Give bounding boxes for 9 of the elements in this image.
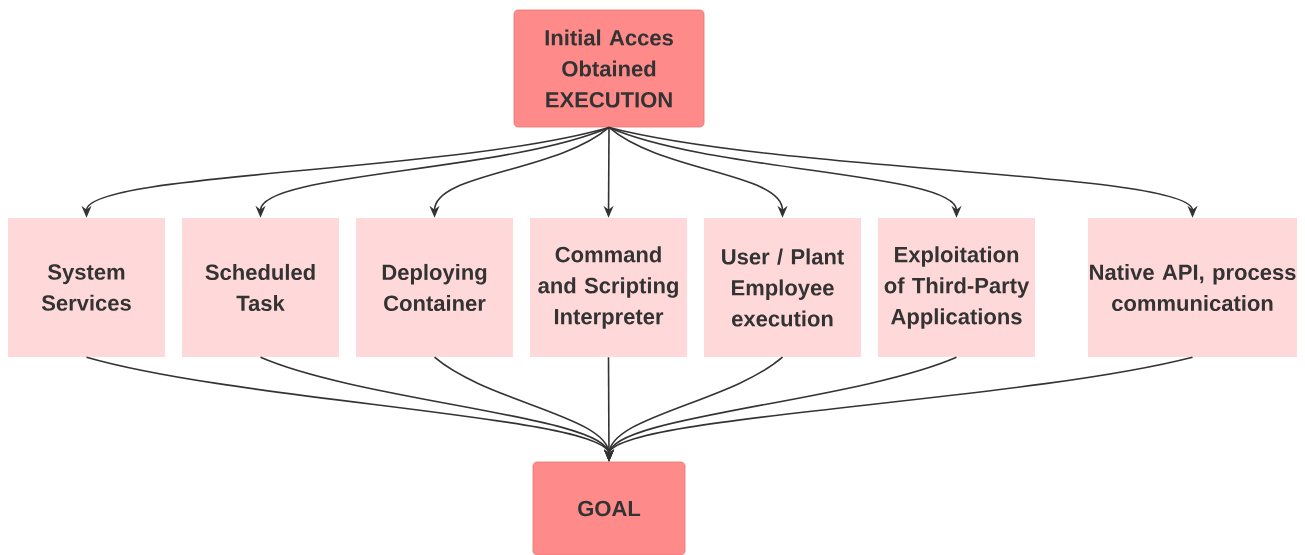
process-box: Exploitation of Third-Party Applications [878,218,1035,357]
process-box: System Services [8,218,165,357]
process-box: Command and Scripting Interpreter [530,218,687,357]
process-box: GOAL [532,461,686,555]
process-box: Scheduled Task [182,218,339,357]
process-box: Initial Acces Obtained EXECUTION [513,9,705,128]
process-box: User / Plant Employee execution [704,218,861,357]
process-box: Deploying Container [356,218,513,357]
process-box: Native API, process communication [1088,218,1297,357]
